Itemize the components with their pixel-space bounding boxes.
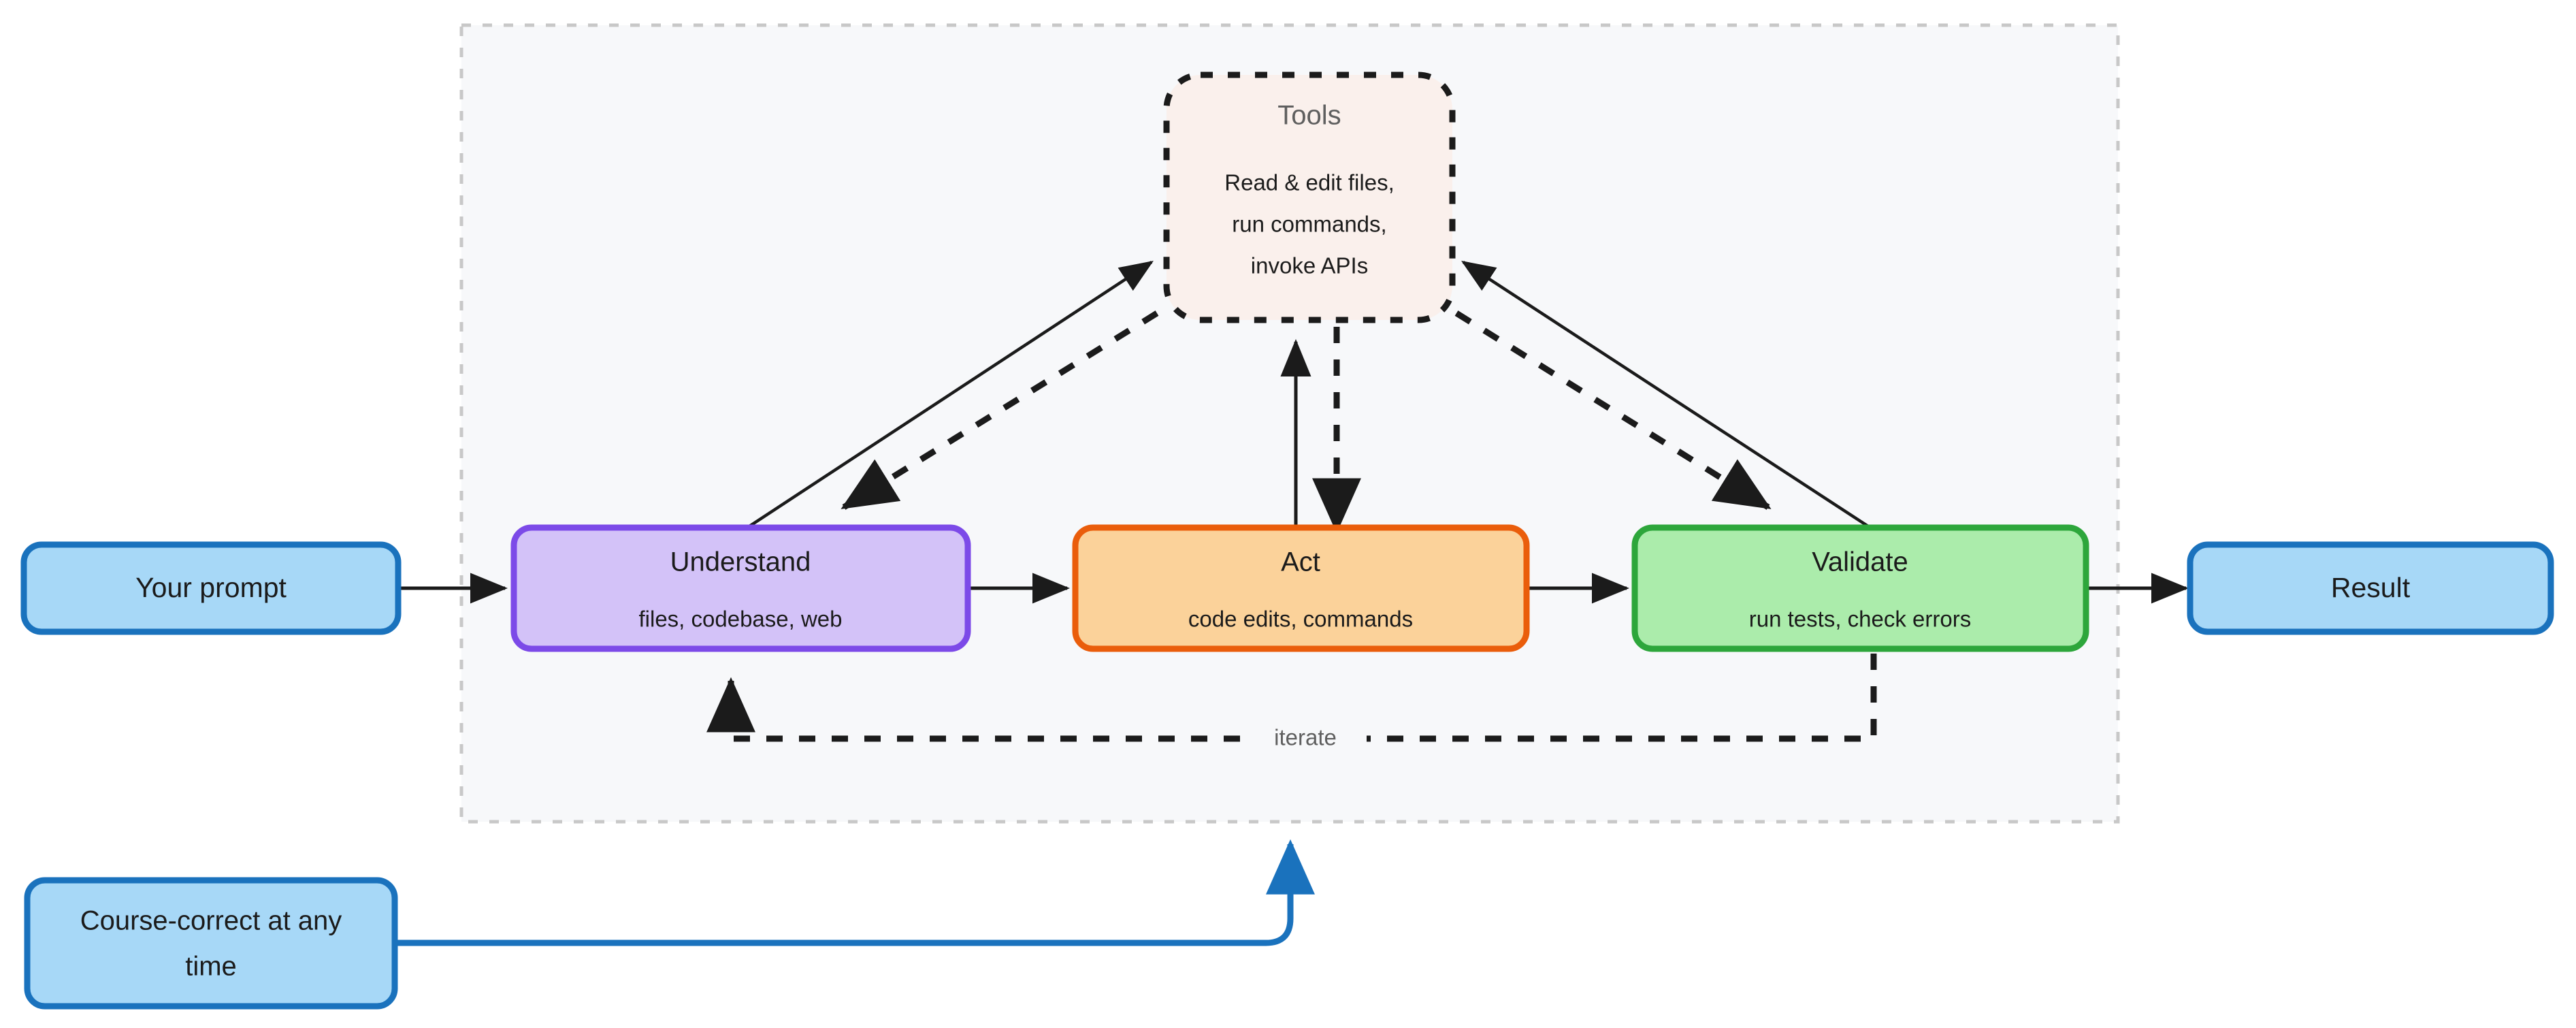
edge-understand-to-tools <box>746 261 1154 529</box>
edge-tools-to-validate <box>1454 310 1772 510</box>
validate-box[interactable] <box>1631 524 2089 652</box>
node-course-correct[interactable]: Course-correct at any time <box>24 877 398 1010</box>
edge-course-correct <box>395 839 1315 946</box>
act-box[interactable] <box>1072 524 1530 652</box>
act-subtitle: code edits, commands <box>1188 607 1413 632</box>
node-result[interactable]: Result <box>2187 541 2554 635</box>
understand-subtitle: files, codebase, web <box>638 607 842 632</box>
node-understand[interactable]: Understand files, codebase, web <box>510 524 971 652</box>
tools-box[interactable] <box>1163 71 1456 323</box>
tools-title: Tools <box>1277 101 1341 131</box>
validate-title: Validate <box>1812 547 1908 577</box>
result-label: Result <box>2331 572 2411 603</box>
tools-line-1: Read & edit files, <box>1224 170 1394 195</box>
edge-tools-to-understand <box>841 310 1159 510</box>
validate-subtitle: run tests, check errors <box>1749 607 1971 632</box>
course-correct-line-2: time <box>185 952 237 982</box>
node-tools[interactable]: Tools Read & edit files, run commands, i… <box>1163 71 1456 323</box>
edge-validate-to-tools <box>1461 261 1872 529</box>
understand-box[interactable] <box>510 524 971 652</box>
node-your-prompt[interactable]: Your prompt <box>20 541 402 635</box>
iterate-label-text: iterate <box>1274 725 1337 750</box>
understand-title: Understand <box>670 547 811 577</box>
course-correct-box[interactable] <box>24 877 398 1010</box>
node-validate[interactable]: Validate run tests, check errors <box>1631 524 2089 652</box>
your-prompt-label: Your prompt <box>135 572 287 603</box>
node-act[interactable]: Act code edits, commands <box>1072 524 1530 652</box>
tools-line-3: invoke APIs <box>1251 253 1368 278</box>
your-prompt-box[interactable] <box>20 541 402 635</box>
result-box[interactable] <box>2187 541 2554 635</box>
act-title: Act <box>1281 547 1320 577</box>
tools-line-2: run commands, <box>1232 212 1386 237</box>
course-correct-line-1: Course-correct at any <box>80 906 342 936</box>
